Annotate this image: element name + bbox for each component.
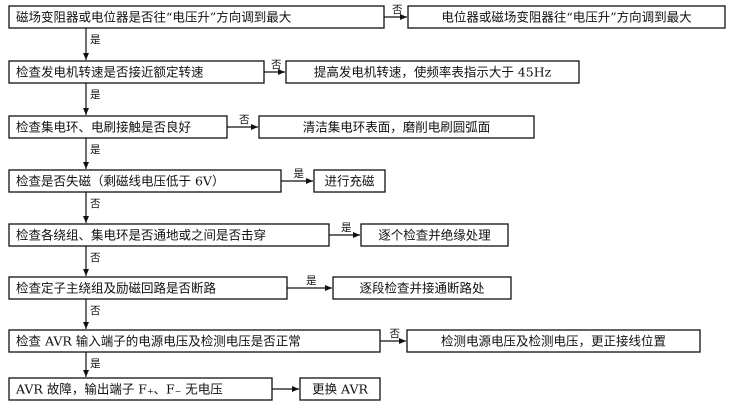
action-text: 逐个检查并绝缘处理 [378, 228, 491, 243]
action-box [407, 5, 726, 29]
action-text: 清洁集电环表面，磨削电刷圆弧面 [303, 120, 491, 135]
check-text: 检查 AVR 输入端子的电源电压及检测电压是否正常 [16, 334, 301, 349]
check-text: AVR 故障，输出端子 F₊、F₋ 无电压 [15, 382, 223, 397]
flow-step-1: 磁场变阻器或电位器是否往“电压升”方向调到最大 电位器或磁场变阻器往“电压升”方向… [8, 4, 726, 60]
branch-label: 否 [271, 59, 282, 71]
flow-step-2: 检查发电机转速是否接近额定转速 提高发电机转速，使频率表指示大于 45Hz 否是 [8, 59, 580, 115]
down-label: 是 [90, 144, 101, 156]
flow-step-4: 检查是否失磁（剩磁线电压低于 6V） 进行充磁 是否 [8, 168, 386, 223]
action-text: 电位器或磁场变阻器往“电压升”方向调到最大 [441, 10, 691, 25]
branch-label: 否 [239, 114, 250, 126]
check-text: 磁场变阻器或电位器是否往“电压升”方向调到最大 [16, 10, 291, 25]
branch-label: 是 [341, 222, 352, 234]
down-label: 否 [90, 305, 101, 317]
action-text: 检测电源电压及检测电压，更正接线位置 [441, 334, 666, 349]
action-box [285, 60, 580, 84]
down-label: 是 [90, 358, 101, 370]
flow-step-8: AVR 故障，输出端子 F₊、F₋ 无电压 更换 AVR [8, 377, 381, 401]
flow-step-5: 检查各绕组、集电环是否通地或之间是否击穿 逐个检查并绝缘处理 是否 [8, 222, 509, 276]
action-text: 逐段检查并接通断路处 [359, 281, 485, 296]
action-box [299, 377, 381, 401]
action-text: 进行充磁 [324, 174, 375, 189]
down-label: 否 [90, 252, 101, 264]
branch-label: 否 [390, 328, 401, 340]
down-label: 是 [90, 34, 101, 46]
flow-step-7: 检查 AVR 输入端子的电源电压及检测电压是否正常 检测电源电压及检测电压，更正接… [8, 328, 701, 377]
check-text: 检查定子主绕组及励磁回路是否断路 [16, 281, 217, 296]
action-text: 更换 AVR [312, 382, 368, 397]
branch-label: 是 [306, 275, 317, 287]
action-box [406, 329, 701, 353]
check-text: 检查集电环、电刷接触是否良好 [16, 120, 191, 135]
branch-label: 否 [392, 4, 403, 16]
action-box [360, 223, 509, 247]
action-box [258, 115, 535, 139]
check-text: 检查发电机转速是否接近额定转速 [16, 65, 204, 80]
action-text: 提高发电机转速，使频率表指示大于 45Hz [314, 65, 552, 80]
check-text: 检查是否失磁（剩磁线电压低于 6V） [16, 174, 224, 189]
flow-step-6: 检查定子主绕组及励磁回路是否断路 逐段检查并接通断路处 是否 [8, 275, 512, 329]
branch-label: 是 [294, 168, 305, 180]
check-text: 检查各绕组、集电环是否通地或之间是否击穿 [16, 228, 266, 243]
flow-step-3: 检查集电环、电刷接触是否良好 清洁集电环表面，磨削电刷圆弧面 否是 [8, 114, 535, 169]
down-label: 否 [90, 198, 101, 210]
action-box [313, 169, 386, 193]
action-box [332, 276, 512, 300]
down-label: 是 [90, 89, 101, 101]
